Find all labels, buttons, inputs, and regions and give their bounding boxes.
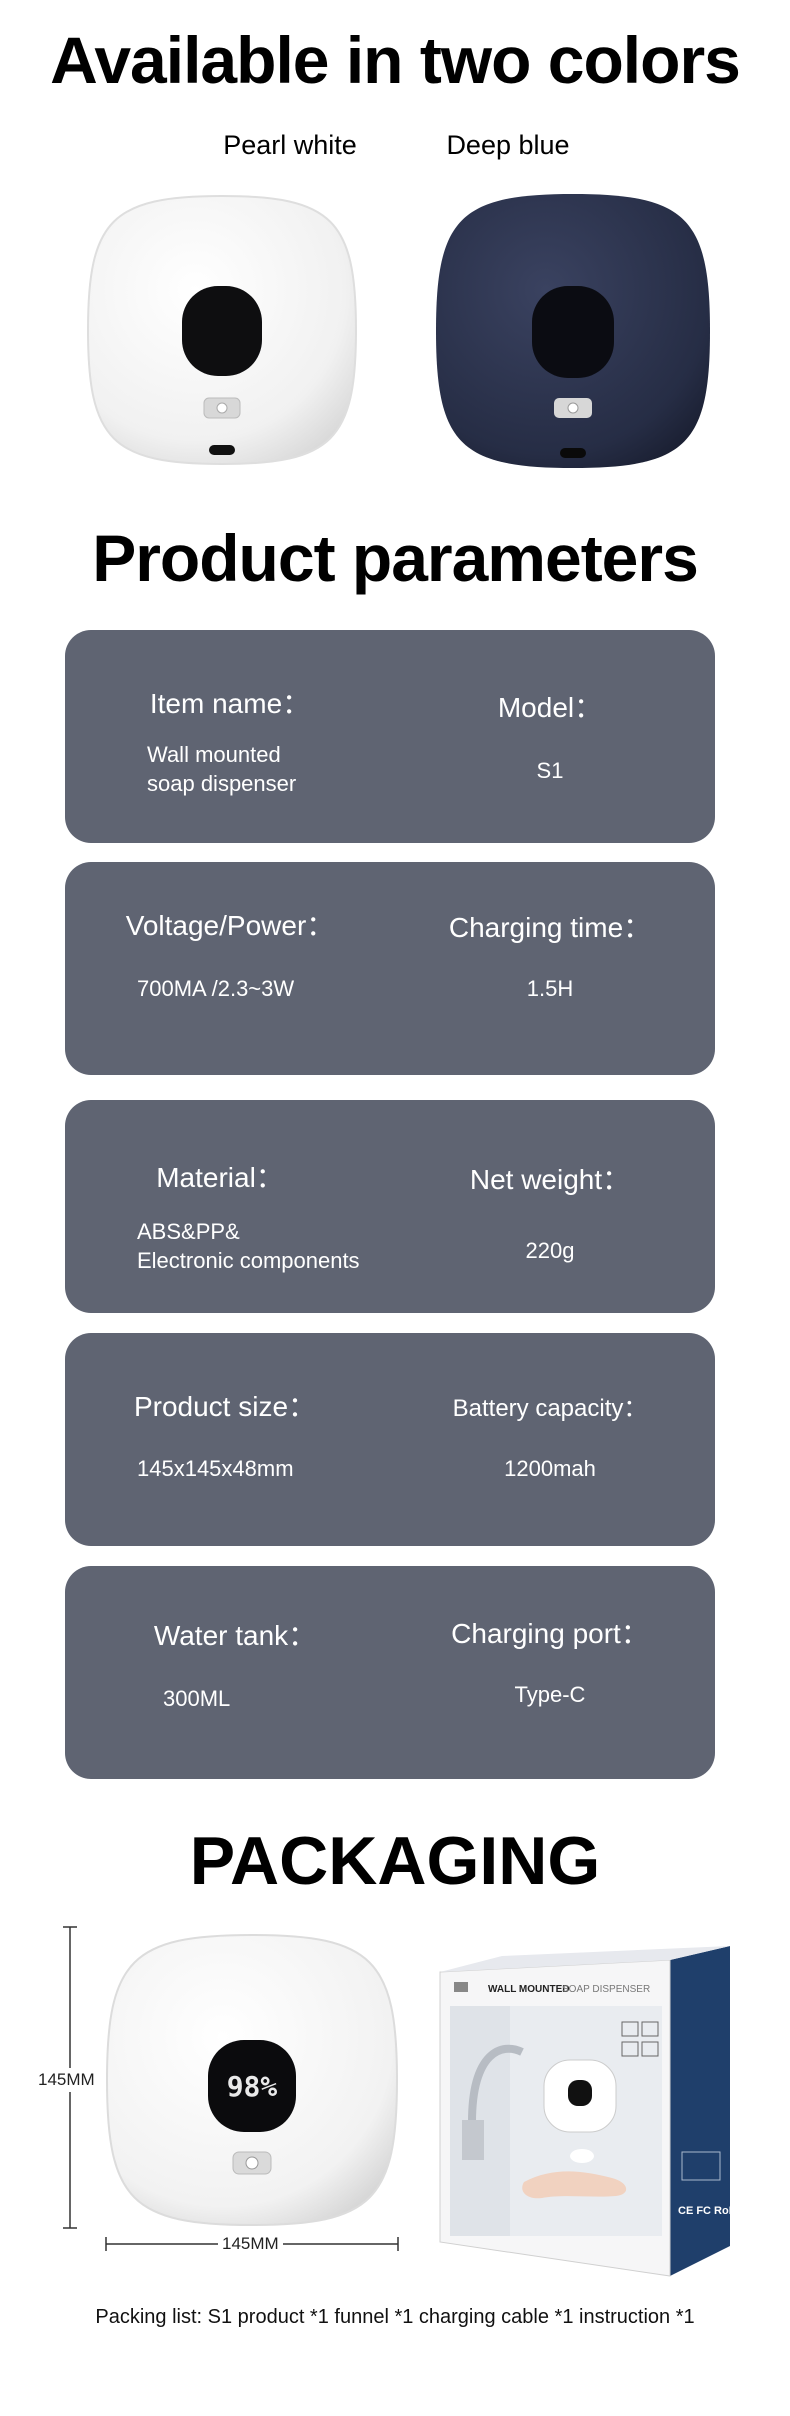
param-key: Model： [497, 692, 603, 723]
color-label-deep-blue: Deep blue [446, 130, 570, 160]
param-value: 300ML [163, 1686, 231, 1711]
white-dispenser-image [86, 194, 358, 466]
param-value: 700MA /2.3~3W [137, 976, 295, 1001]
param-card-water-tank: Water tank： 300ML Charging port： Type-C [65, 1566, 715, 1779]
param-key: Charging time： [448, 912, 652, 943]
param-value: ABS&PP& Electronic components [137, 1219, 360, 1273]
param-key: Product size： [133, 1391, 317, 1422]
display-screen [182, 286, 262, 376]
param-key: Battery capacity： [452, 1395, 648, 1422]
color-label-pearl-white: Pearl white [223, 130, 357, 160]
param-card-product-size: Product size： 145x145x48mm Battery capac… [65, 1333, 715, 1546]
packaging-dispenser-image: 98% [105, 1933, 399, 2227]
parameters-title: Product parameters [92, 521, 699, 595]
param-card-material: Material： ABS&PP& Electronic components … [65, 1100, 715, 1313]
height-dimension-label: 145MM [38, 2068, 95, 2092]
param-value: 1.5H [526, 976, 574, 1001]
outlet [560, 448, 586, 458]
param-key: Item name： [149, 688, 311, 719]
outlet [209, 445, 235, 455]
display-screen [532, 286, 614, 378]
param-value: 1200mah [504, 1456, 596, 1481]
display-screen [208, 2040, 296, 2132]
param-key: Water tank： [153, 1620, 317, 1651]
packaging-box-image: WALL MOUNTED SOAP DISPENSER CE FC RoHS [439, 1946, 732, 2277]
param-key: Voltage/Power： [125, 910, 335, 941]
box-title-light: SOAP DISPENSER [562, 1984, 650, 1995]
param-key: Net weight： [469, 1164, 631, 1195]
param-card-voltage: Voltage/Power： 700MA /2.3~3W Charging ti… [65, 862, 715, 1075]
box-cert: CE FC RoHS [678, 2205, 732, 2217]
display-reading: 98% [227, 2070, 278, 2103]
param-value: S1 [536, 758, 564, 783]
colors-title: Available in two colors [50, 23, 741, 97]
packing-list: Packing list: S1 product *1 funnel *1 ch… [95, 2306, 695, 2328]
packaging-title: PACKAGING [189, 1823, 601, 1899]
blue-dispenser-image [436, 194, 710, 468]
box-title-bold: WALL MOUNTED [488, 1984, 569, 1995]
param-key: Material： [156, 1162, 284, 1193]
param-key: Charging port： [451, 1618, 649, 1649]
param-value: Wall mounted soap dispenser [147, 742, 297, 796]
param-value: 145x145x48mm [137, 1456, 294, 1481]
param-value: Type-C [514, 1682, 586, 1707]
param-value: 220g [525, 1238, 575, 1263]
param-card-item-name: Item name： Wall mounted soap dispenser M… [65, 630, 715, 843]
width-dimension-label: 145MM [218, 2234, 283, 2254]
